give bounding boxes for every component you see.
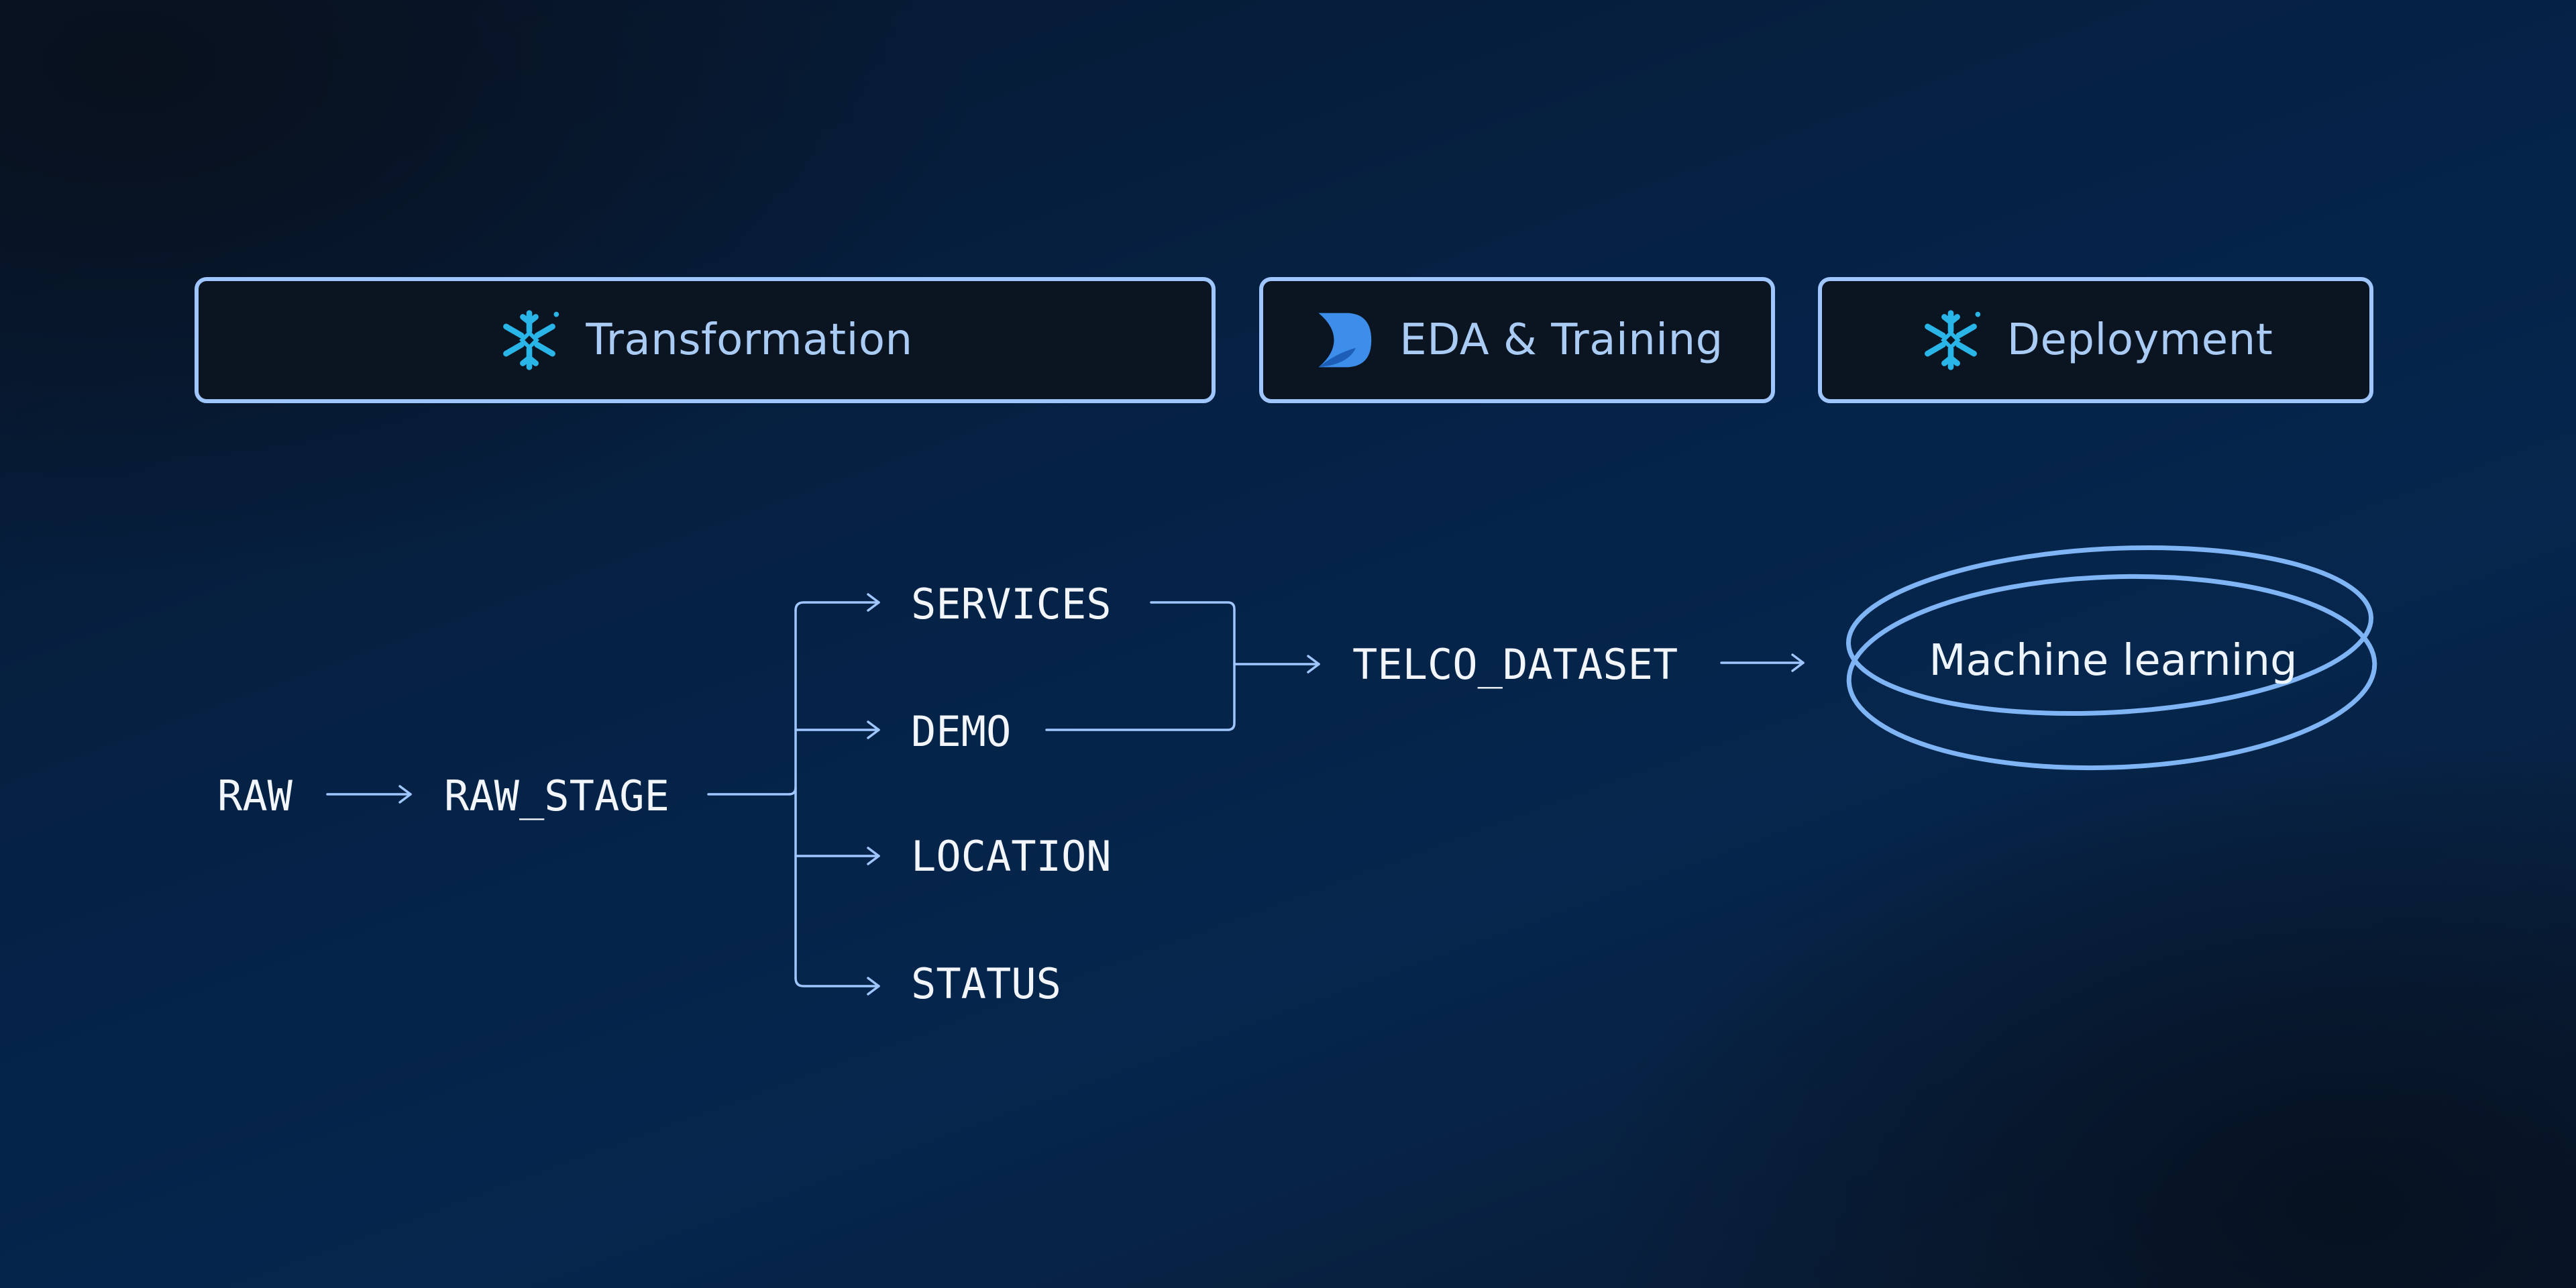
stage-label: Transformation — [586, 315, 913, 365]
stage-deployment: Deployment — [1818, 277, 2373, 403]
node-table-location: LOCATION — [911, 832, 1112, 881]
node-raw: RAW — [217, 771, 292, 820]
stage-eda-training: EDA & Training — [1259, 277, 1775, 403]
node-machine-learning: Machine learning — [1929, 636, 2298, 686]
merge-to-telco-dataset — [1045, 601, 1320, 731]
node-telco-dataset: TELCO_DATASET — [1352, 640, 1678, 689]
stage-label: Deployment — [2006, 315, 2273, 365]
stage-transformation: Transformation — [195, 277, 1216, 403]
node-table-status: STATUS — [911, 959, 1061, 1008]
arrow-raw-to-raw-stage — [326, 785, 412, 804]
snowflake-icon — [1924, 310, 1980, 370]
snowflake-icon — [503, 310, 559, 370]
ml-highlight-ellipse — [1845, 545, 2377, 771]
arrow-dataset-to-ml — [1720, 653, 1805, 672]
node-raw-stage: RAW_STAGE — [444, 771, 669, 820]
stage-label: EDA & Training — [1399, 315, 1723, 365]
hex-logo-icon — [1318, 313, 1372, 368]
node-table-demo: DEMO — [911, 707, 1012, 756]
branch-raw-stage-to-tables — [707, 593, 880, 996]
node-table-services: SERVICES — [911, 580, 1112, 629]
